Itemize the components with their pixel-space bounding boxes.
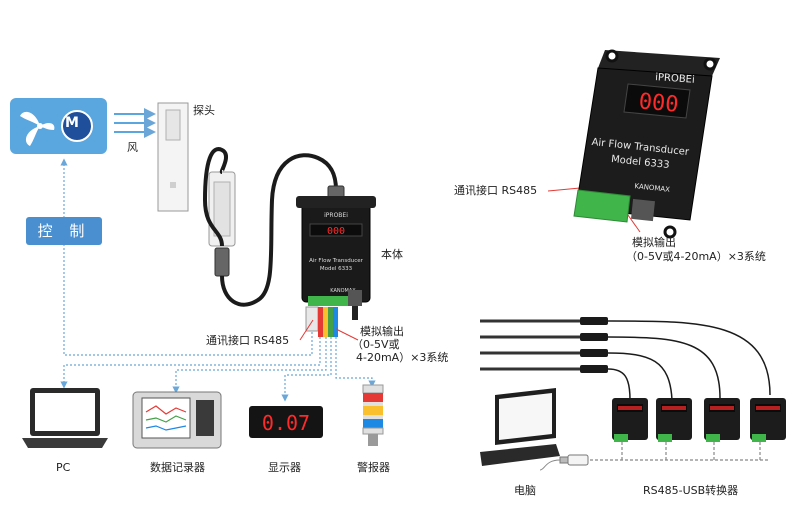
display-label: 显示器 — [268, 461, 301, 474]
probe-cables-right — [607, 320, 771, 401]
motor-icon — [61, 110, 93, 142]
analog-output-label-right-2: （0-5V或4-20mA）×3系统 — [626, 250, 766, 263]
sensor-probes — [480, 317, 608, 373]
fan-blade-icon — [20, 111, 55, 146]
analog-output-label-left-3: 4-20mA）×3系统 — [356, 351, 449, 364]
analog-output-label-right-1: 模拟输出 — [632, 236, 676, 249]
probe-assembly — [157, 102, 345, 307]
terminal-wires — [305, 306, 338, 337]
pc-label: PC — [56, 461, 71, 474]
data-logger-label: 数据记录器 — [150, 461, 205, 474]
computer-laptop-icon — [480, 388, 560, 466]
rs485-label-right: 通讯接口 RS485 — [454, 184, 538, 197]
pc-laptop-icon — [22, 388, 108, 448]
main-unit-large: iPROBEi 000 Air Flow Transducer Model 63… — [573, 49, 720, 239]
small-readout: 000 — [327, 226, 345, 237]
motor-label: M — [65, 115, 79, 131]
usb-converter-icon — [539, 454, 589, 471]
fan-unit — [10, 98, 107, 154]
main-unit-small: iPROBEi 000 Air Flow Transducer Model 63… — [296, 196, 376, 320]
alarm-tower-icon — [362, 384, 384, 446]
signal-lines — [60, 158, 376, 402]
display-icon: 0.07 — [249, 406, 323, 438]
main-unit-label: 本体 — [381, 248, 403, 261]
converter-label: RS485-USB转换器 — [643, 484, 739, 497]
large-maker: KANOMAX — [634, 182, 670, 194]
control-button[interactable]: 控 制 — [26, 217, 102, 245]
alarm-label: 警报器 — [357, 461, 390, 474]
analog-output-label-left-2: （0-5V或 — [352, 338, 400, 351]
probe-label: 探头 — [193, 104, 215, 117]
computer-label: 电脑 — [514, 484, 536, 497]
data-logger-icon — [132, 391, 222, 449]
wind-label: 风 — [127, 141, 138, 154]
small-brand: iPROBEi — [324, 212, 348, 219]
display-value: 0.07 — [262, 411, 310, 435]
small-maker: KANOMAX — [330, 288, 356, 294]
wind-arrows — [114, 108, 156, 138]
small-title-line2: Model 6333 — [320, 266, 353, 272]
small-title-line1: Air Flow Transducer — [309, 258, 364, 264]
rs485-label-left: 通讯接口 RS485 — [206, 334, 290, 347]
analog-output-label-left-1: 模拟输出 — [360, 325, 404, 338]
transmitter-units — [612, 398, 786, 442]
large-readout: 000 — [638, 89, 680, 117]
large-brand: iPROBEi — [655, 72, 695, 86]
rs485-bus — [590, 442, 770, 461]
